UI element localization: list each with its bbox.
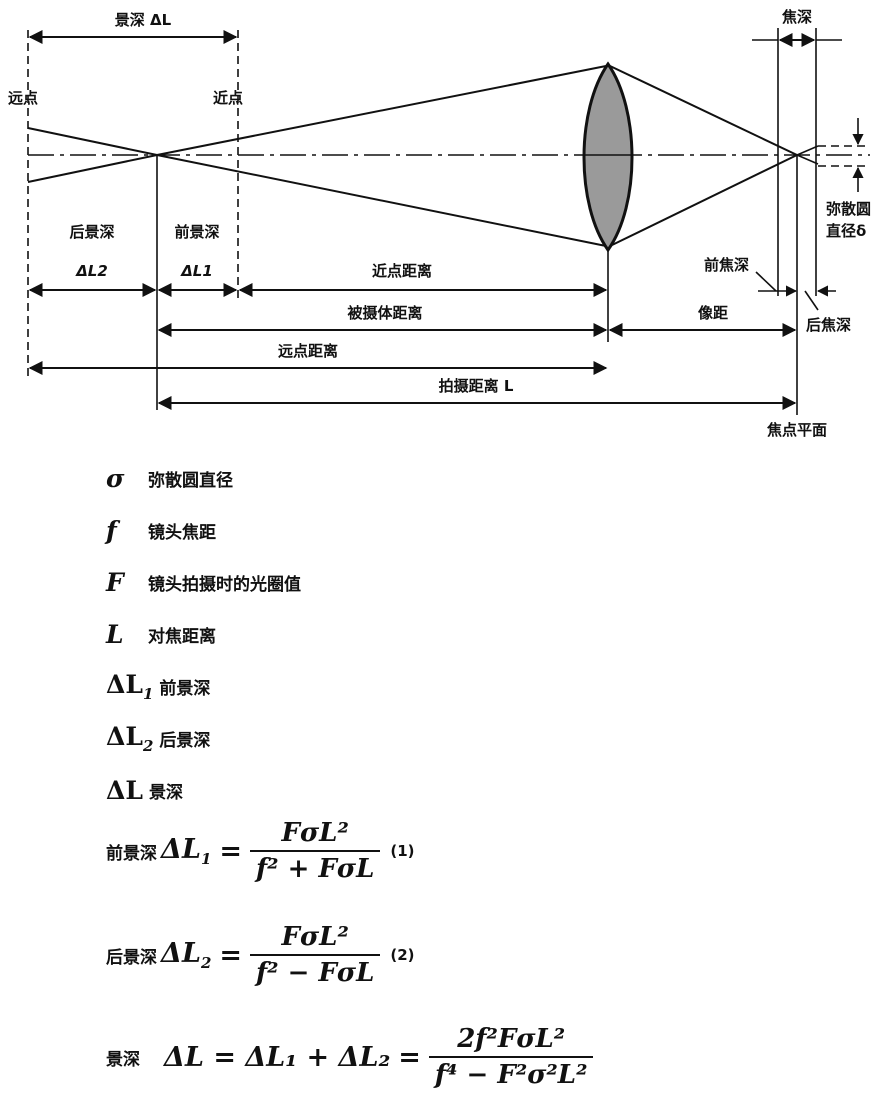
ray-to-lens-top <box>156 65 607 156</box>
focal-depth-label: 焦深 <box>781 8 812 26</box>
legend-desc: 镜头拍摄时的光圈值 <box>148 574 301 595</box>
shooting-distance-label: 拍摄距离 L <box>439 377 514 395</box>
back-focal-depth-label: 后焦深 <box>806 316 851 334</box>
formula-equals: = <box>219 939 242 971</box>
subject-distance-label: 被摄体距离 <box>347 304 422 322</box>
legend-item: f 镜头焦距 <box>106 504 301 556</box>
dof-label: 景深 ΔL <box>115 11 172 29</box>
formula-numerator: FσL² <box>281 818 349 848</box>
legend-desc: 后景深 <box>159 730 211 751</box>
legend-desc: 景深 <box>148 782 183 803</box>
formula-equals: = <box>398 1041 421 1073</box>
formula-fraction: FσL² f² + FσL <box>250 818 381 884</box>
focal-plane-label: 焦点平面 <box>766 421 827 439</box>
formula-front-dof: 前景深 ΔL1 = FσL² f² + FσL (1) <box>106 818 415 884</box>
legend-symbol: ΔL2 <box>106 721 154 755</box>
legend-symbol: ΔL1 <box>106 669 154 703</box>
coc-label-line1: 弥散圆 <box>826 200 871 218</box>
formula-lhs: ΔL1 <box>161 834 212 868</box>
legend-item: F 镜头拍摄时的光圈值 <box>106 556 301 608</box>
legend-desc: 对焦距离 <box>148 626 216 647</box>
legend-symbol: f <box>106 515 117 545</box>
formula-numerator: FσL² <box>281 922 349 952</box>
ray-far-upper <box>27 127 158 156</box>
near-point-distance-label: 近点距离 <box>372 262 432 280</box>
back-focal-depth-leader <box>804 290 819 311</box>
legend-symbol: L <box>106 619 124 649</box>
formula-tag: (1) <box>390 842 415 860</box>
lens-icon <box>582 61 634 253</box>
legend-desc: 前景深 <box>159 678 211 699</box>
near-point-label: 近点 <box>213 89 243 107</box>
image-distance-label: 像距 <box>698 304 728 322</box>
formula-prefix: 前景深 <box>106 843 157 864</box>
legend-desc: 镜头焦距 <box>148 522 216 543</box>
front-dof-label: 前景深 <box>174 223 219 241</box>
formula-numerator: 2f²FσL² <box>457 1024 566 1054</box>
ray-far-lower <box>27 154 158 183</box>
far-point-label: 远点 <box>8 89 38 107</box>
formula-denominator: f² + FσL <box>250 850 381 884</box>
formula-fraction: 2f²FσL² f⁴ − F²σ²L² <box>428 1024 594 1090</box>
far-point-distance-label: 远点距离 <box>278 342 338 360</box>
legend-item: L 对焦距离 <box>106 608 301 660</box>
dl1-label: ΔL1 <box>180 262 213 280</box>
legend-symbol: ΔL <box>106 775 143 805</box>
front-focal-depth-leader <box>755 271 777 292</box>
legend-symbol: σ <box>106 463 125 493</box>
formula-fraction: FσL² f² − FσL <box>250 922 381 988</box>
legend-symbol: F <box>106 567 124 597</box>
ray-lens-top-to-focus <box>609 65 798 156</box>
formula-prefix: 景深 <box>106 1049 140 1070</box>
formula-total-dof: 景深 ΔL = ΔL₁ + ΔL₂ = 2f²FσL² f⁴ − F²σ²L² <box>106 1024 594 1090</box>
formula-denominator: f² − FσL <box>250 954 381 988</box>
ray-to-lens-bottom <box>156 154 607 247</box>
formula-lhs: ΔL = ΔL₁ + ΔL₂ <box>164 1041 391 1073</box>
dl2-label: ΔL2 <box>75 262 108 280</box>
front-focal-depth-label: 前焦深 <box>704 256 749 274</box>
ray-lens-bottom-to-focus <box>609 154 798 247</box>
formula-prefix: 后景深 <box>106 947 157 968</box>
coc-label-line2: 直径δ <box>826 222 866 240</box>
formula-tag: (2) <box>390 946 415 964</box>
formula-equals: = <box>219 835 242 867</box>
back-dof-label: 后景深 <box>69 223 114 241</box>
ray-beyond-focus-upper <box>796 145 819 156</box>
ray-beyond-focus-lower <box>796 154 819 165</box>
legend-item: σ 弥散圆直径 <box>106 452 301 504</box>
formula-back-dof: 后景深 ΔL2 = FσL² f² − FσL (2) <box>106 922 415 988</box>
depth-of-field-diagram: 景深 ΔL 远点 近点 焦深 弥散圆 直径δ 后景深 前景深 ΔL2 ΔL1 近… <box>8 8 871 439</box>
formula-denominator: f⁴ − F²σ²L² <box>428 1056 594 1090</box>
legend-desc: 弥散圆直径 <box>148 470 233 491</box>
formula-lhs: ΔL2 <box>161 938 212 972</box>
